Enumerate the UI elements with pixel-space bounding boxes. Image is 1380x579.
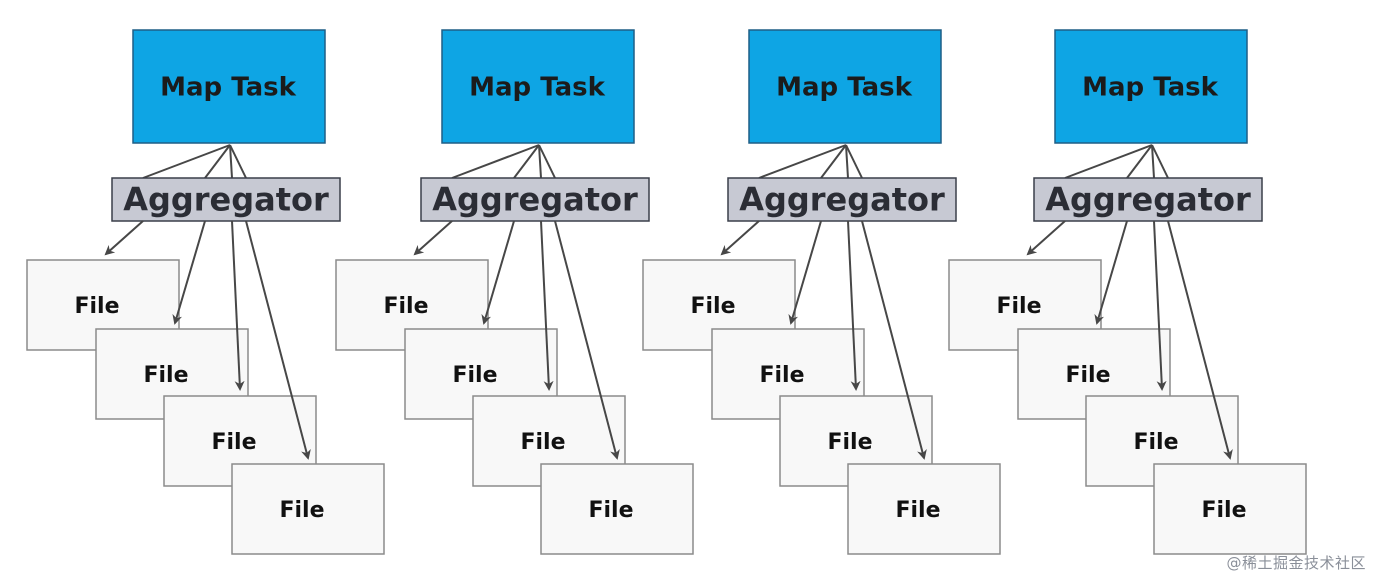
connector-line — [204, 144, 231, 179]
file-label: File — [74, 294, 119, 319]
arrow-to-file — [1094, 220, 1128, 325]
file-label: File — [588, 498, 633, 523]
connector-line — [142, 144, 231, 179]
file-label: File — [1133, 430, 1178, 455]
file-label: File — [690, 294, 735, 319]
arrow-to-file — [788, 220, 822, 325]
map-task-box — [748, 29, 942, 144]
map-task-box — [132, 29, 326, 144]
aggregator-label: Aggregator — [432, 181, 638, 219]
arrow-to-file — [231, 220, 245, 391]
map-task-label: Map Task — [1082, 73, 1218, 103]
file-label: File — [452, 363, 497, 388]
file-label: File — [827, 430, 872, 455]
aggregator-label: Aggregator — [123, 181, 329, 219]
arrow-to-file — [1026, 220, 1066, 256]
file-label: File — [143, 363, 188, 388]
connector-line — [845, 144, 863, 179]
watermark-text: @稀土掘金技术社区 — [1226, 554, 1366, 572]
map-task-label: Map Task — [776, 73, 912, 103]
file-box — [847, 463, 1001, 555]
connector-line — [538, 144, 556, 179]
map-task-box — [1054, 29, 1248, 144]
file-label: File — [996, 294, 1041, 319]
file-label: File — [383, 294, 428, 319]
connector-line — [451, 144, 540, 179]
file-label: File — [1065, 363, 1110, 388]
arrow-to-file — [540, 220, 554, 391]
arrow-to-file — [1153, 220, 1167, 391]
connector-line — [229, 144, 247, 179]
arrow-to-file — [720, 220, 760, 256]
arrow-to-file — [104, 220, 144, 256]
file-label: File — [279, 498, 324, 523]
file-box — [231, 463, 385, 555]
file-label: File — [520, 430, 565, 455]
connector-line — [513, 144, 540, 179]
connector-line — [845, 144, 849, 179]
arrow-to-file — [413, 220, 453, 256]
connector-line — [1151, 144, 1169, 179]
connector-line — [538, 144, 542, 179]
connector-line — [229, 144, 233, 179]
aggregator-box — [420, 177, 650, 222]
arrow-to-file — [861, 220, 927, 460]
file-label: File — [1201, 498, 1246, 523]
file-box — [540, 463, 694, 555]
arrow-to-file — [481, 220, 515, 325]
aggregator-box — [111, 177, 341, 222]
arrow-to-file — [847, 220, 861, 391]
aggregator-label: Aggregator — [1045, 181, 1251, 219]
arrow-to-file — [245, 220, 311, 460]
connector-line — [758, 144, 847, 179]
file-label: File — [211, 430, 256, 455]
map-task-label: Map Task — [160, 73, 296, 103]
connector-line — [1126, 144, 1153, 179]
arrow-to-file — [172, 220, 206, 325]
map-task-box — [441, 29, 635, 144]
aggregator-label: Aggregator — [739, 181, 945, 219]
file-label: File — [759, 363, 804, 388]
connector-line — [1151, 144, 1155, 179]
arrow-to-file — [554, 220, 620, 460]
connector-line — [1064, 144, 1153, 179]
aggregator-box — [727, 177, 957, 222]
file-label: File — [895, 498, 940, 523]
arrow-to-file — [1167, 220, 1233, 460]
connector-line — [820, 144, 847, 179]
aggregator-box — [1033, 177, 1263, 222]
file-box — [1153, 463, 1307, 555]
map-task-label: Map Task — [469, 73, 605, 103]
